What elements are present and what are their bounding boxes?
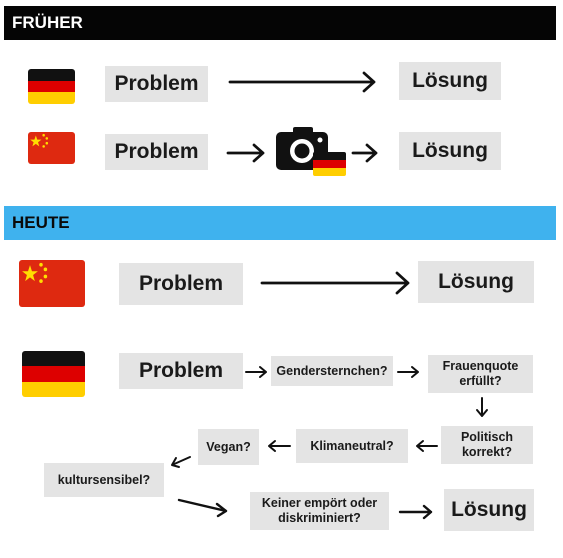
arrow-icon <box>398 504 433 520</box>
german-flag-icon <box>313 152 346 176</box>
loesung-box: Lösung <box>444 489 534 531</box>
chinese-flag-icon <box>28 132 75 164</box>
arrow-icon <box>260 271 410 295</box>
vegan-box: Vegan? <box>198 429 259 465</box>
loesung-box: Lösung <box>418 261 534 303</box>
arrow-icon <box>226 143 265 163</box>
klimaneutral-box: Klimaneutral? <box>296 429 408 463</box>
loesung-box: Lösung <box>399 62 501 100</box>
german-flag-icon <box>22 351 85 397</box>
arrow-icon <box>351 143 378 163</box>
gendersternchen-box: Gendersternchen? <box>271 356 393 386</box>
frueher-header: FRÜHER <box>4 6 556 40</box>
heute-header: HEUTE <box>4 206 556 240</box>
frauenquote-box: Frauenquote erfüllt? <box>428 355 533 393</box>
arrow-icon <box>245 366 267 378</box>
arrow-icon <box>476 397 488 417</box>
problem-box: Problem <box>119 263 243 305</box>
loesung-box: Lösung <box>399 132 501 170</box>
chinese-flag-icon <box>19 260 85 307</box>
german-flag-icon <box>28 69 75 104</box>
arrow-icon <box>268 440 291 452</box>
arrow-icon <box>177 498 228 518</box>
arrow-icon <box>228 71 376 93</box>
problem-box: Problem <box>119 353 243 389</box>
problem-box: Problem <box>105 134 208 170</box>
kultursensibel-box: kultursensibel? <box>44 463 164 497</box>
politisch-korrekt-box: Politisch korrekt? <box>441 426 533 464</box>
arrow-icon <box>397 366 419 378</box>
problem-box: Problem <box>105 66 208 102</box>
arrow-icon <box>416 440 438 452</box>
keiner-empoert-box: Keiner empört oder diskriminiert? <box>250 492 389 530</box>
arrow-icon <box>171 456 191 468</box>
